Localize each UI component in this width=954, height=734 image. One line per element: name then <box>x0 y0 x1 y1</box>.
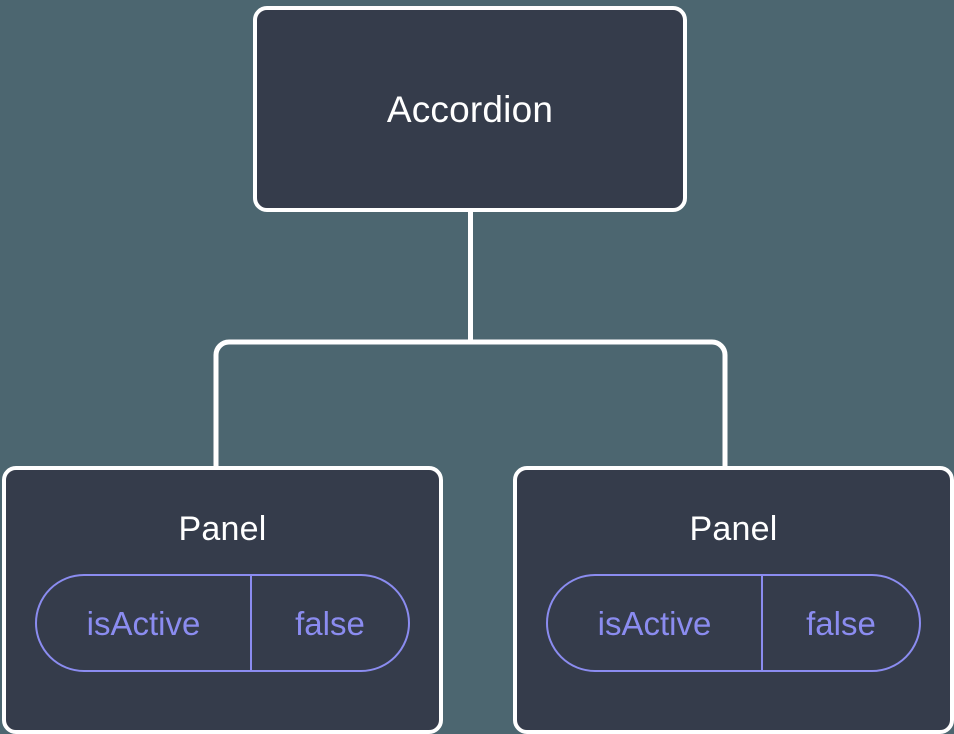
node-panel-2-label: Panel <box>689 510 778 548</box>
node-panel-1-label: Panel <box>178 510 267 548</box>
state-badge-panel-1[interactable]: isActive false <box>35 574 410 672</box>
node-accordion[interactable]: Accordion <box>253 6 687 212</box>
connector-left-branch <box>213 339 471 468</box>
state-key-panel-1: isActive <box>37 576 252 670</box>
connector-right-branch <box>470 339 728 468</box>
state-value-panel-2: false <box>806 604 876 642</box>
node-accordion-label: Accordion <box>386 88 554 130</box>
node-panel-2[interactable]: Panel isActive false <box>513 466 954 734</box>
node-panel-1[interactable]: Panel isActive false <box>2 466 443 734</box>
state-key-panel-2: isActive <box>548 576 763 670</box>
state-badge-panel-2[interactable]: isActive false <box>546 574 921 672</box>
state-value-panel-1: false <box>295 604 365 642</box>
